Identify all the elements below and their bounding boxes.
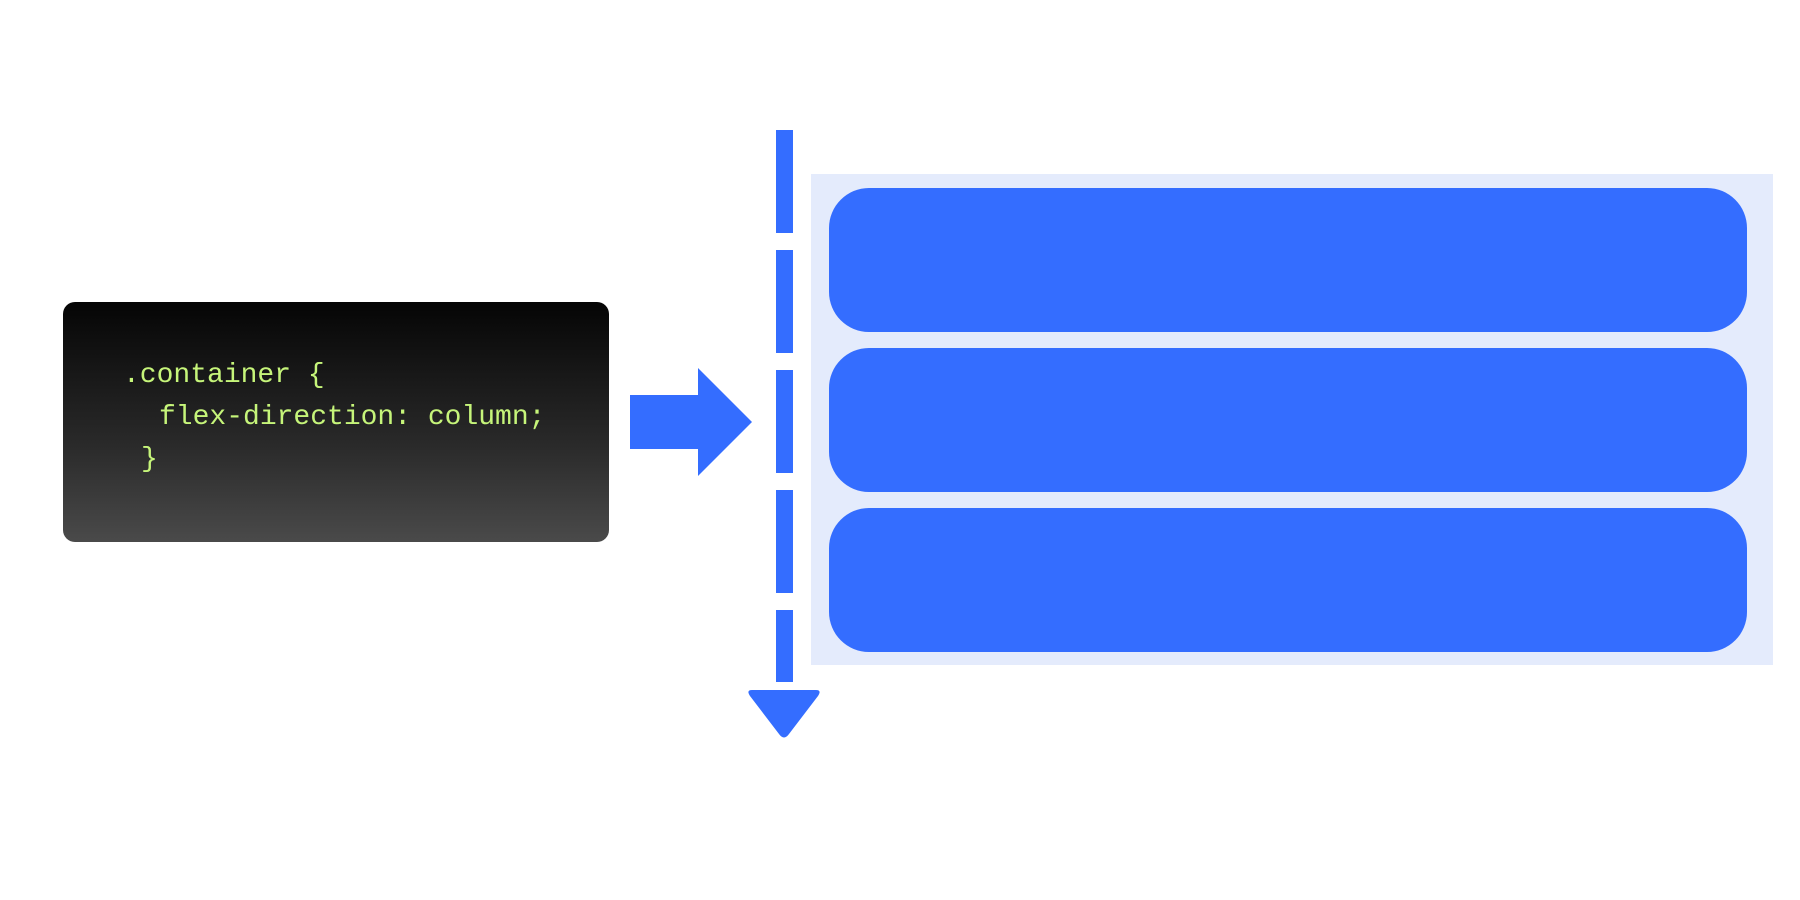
code-line-selector: .container { [123, 360, 325, 391]
flex-item-2 [829, 348, 1747, 492]
main-axis-dashes [776, 130, 793, 682]
flex-item-3 [829, 508, 1747, 652]
arrow-right-shape [630, 368, 752, 476]
main-axis-arrow [748, 130, 820, 738]
flex-container [811, 174, 1773, 665]
code-line-closing-brace: } [141, 444, 158, 475]
flex-item-1 [829, 188, 1747, 332]
code-panel: .container { flex-direction: column; } [63, 302, 609, 542]
arrow-down-icon [748, 690, 820, 738]
code-line-declaration: flex-direction: column; [159, 402, 546, 433]
arrow-right-icon [630, 368, 752, 476]
